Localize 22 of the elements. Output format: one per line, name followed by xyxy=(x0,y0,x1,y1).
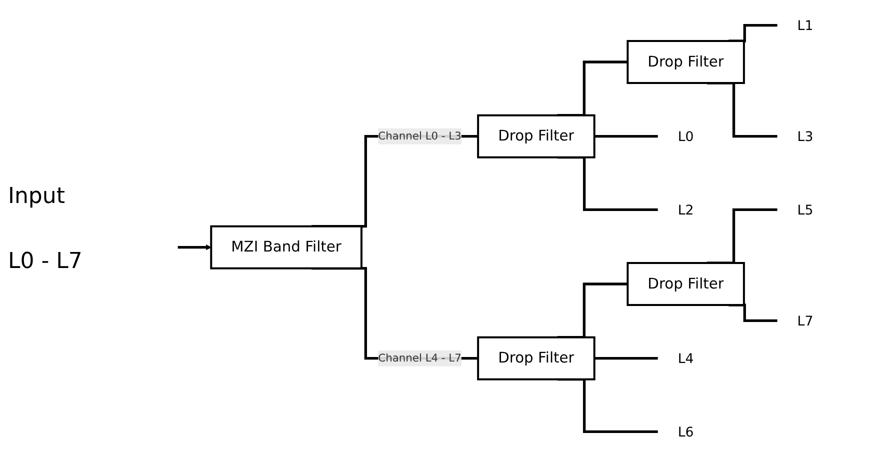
input-label: Input xyxy=(8,184,66,208)
connector xyxy=(594,357,658,360)
node-text: L3 xyxy=(797,128,814,144)
node-box: Drop Filter xyxy=(626,40,745,84)
node-box: Drop Filter xyxy=(477,336,596,380)
node-text: L0 xyxy=(678,128,694,144)
edge-label: Channel L0 - L3 xyxy=(378,130,462,142)
connector xyxy=(728,24,778,42)
node-box: MZI Band Filter xyxy=(210,225,362,270)
node-text: L2 xyxy=(678,202,694,218)
input-label: L0 - L7 xyxy=(8,248,84,274)
connector xyxy=(594,135,658,138)
edge-label: Channel L4 - L7 xyxy=(378,352,462,364)
connector xyxy=(706,208,778,264)
node-box: Drop Filter xyxy=(626,262,745,306)
node-text: L7 xyxy=(797,312,814,329)
node-text: L5 xyxy=(797,202,814,218)
arrow xyxy=(178,244,212,250)
node-text: L6 xyxy=(678,424,694,440)
node-text: L4 xyxy=(678,350,694,366)
node-text: L1 xyxy=(797,17,814,34)
node-box: Drop Filter xyxy=(477,114,596,158)
